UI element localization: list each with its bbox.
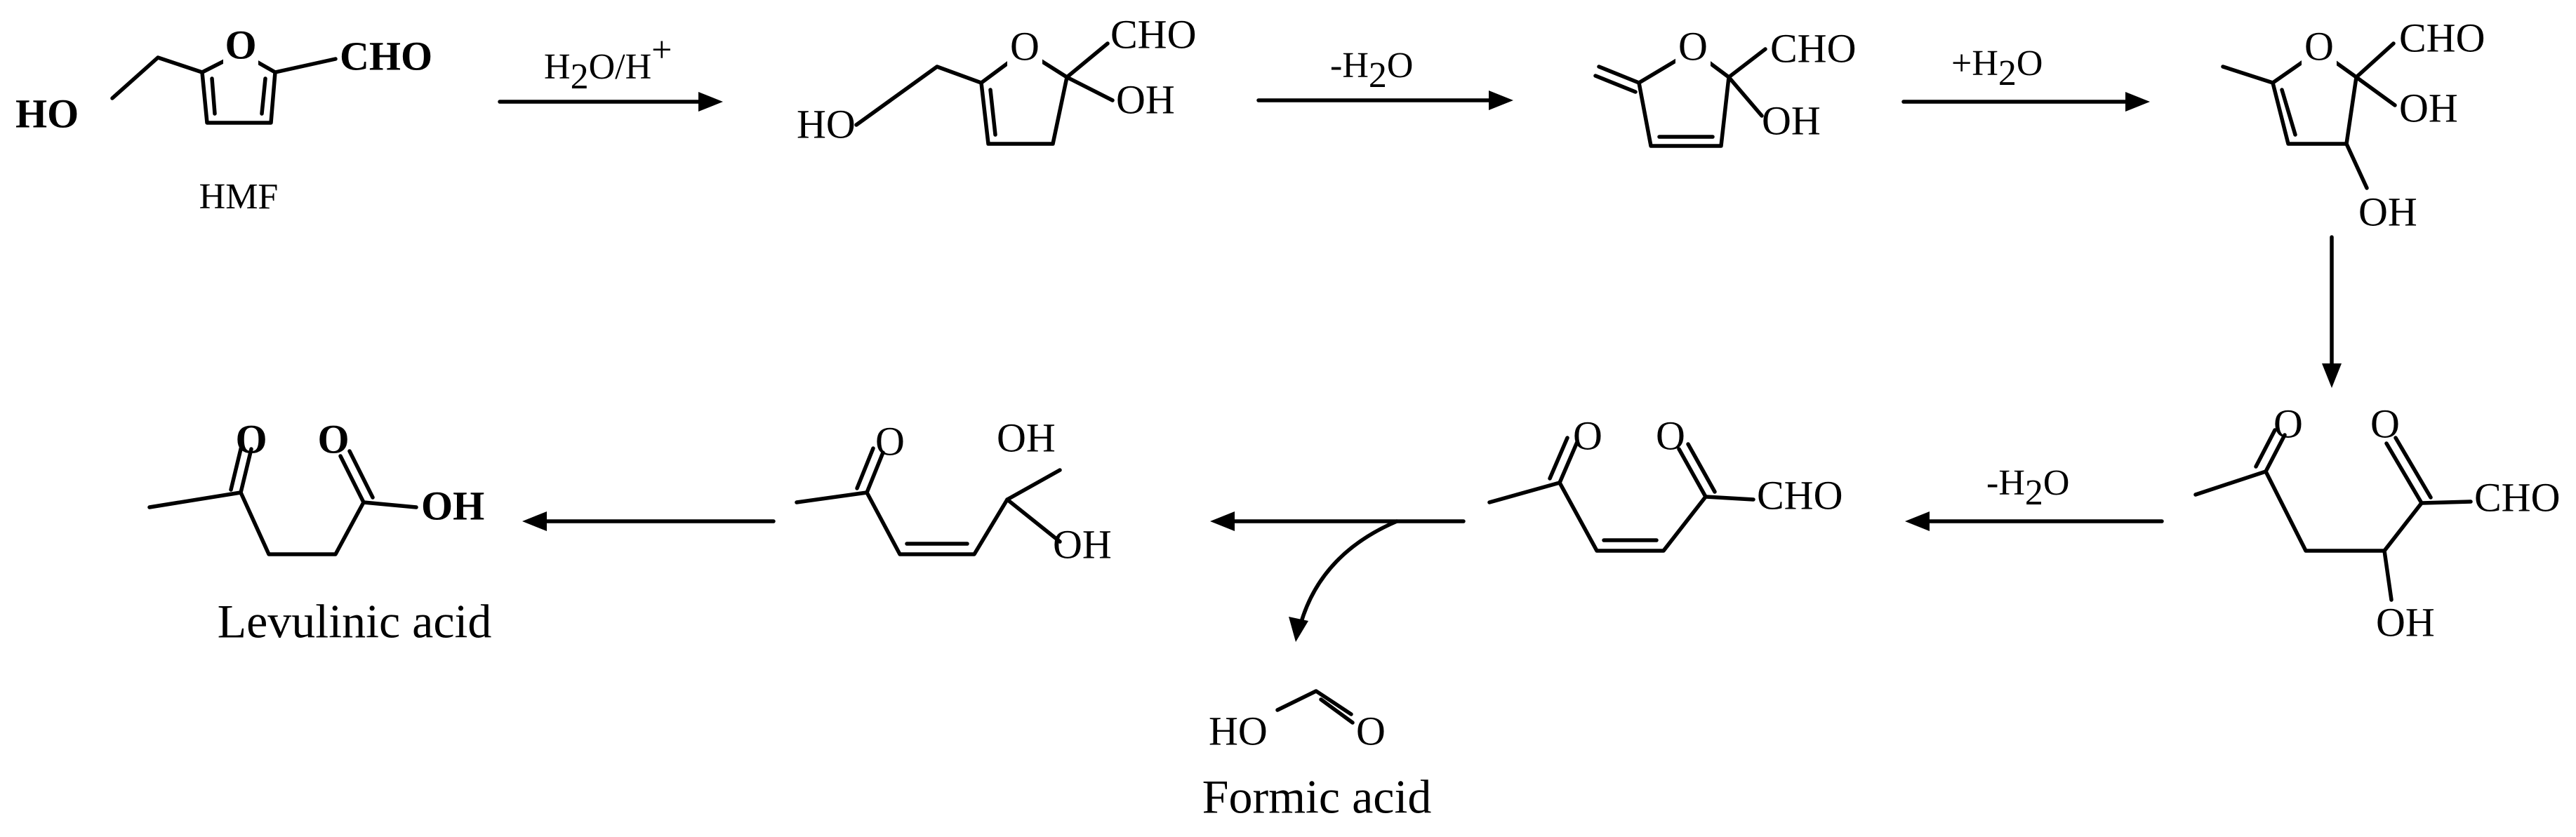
int3-aldehyde-label: CHO [2399,15,2485,60]
int2-oh-bond [1727,75,1764,118]
hmf-structure: O CHO HO HMF [15,22,432,217]
int4-ketone-oxygen-1: O [2273,401,2303,446]
int2-exo-methylene-second [1593,74,1638,94]
hmf-ring-oxygen: O [225,22,256,67]
int1-ring-double-bond [988,88,997,137]
reaction-arrow-5: -H2O [1905,463,2164,531]
int6-hydroxyl-label-a: OH [997,415,1056,460]
int5-ketone-oxygen-1: O [1573,413,1602,458]
int4-skeleton [2193,469,2424,553]
int2-ring-oxygen: O [1678,23,1708,69]
reaction-arrow-2: -H2O [1256,46,1513,110]
int4-hydroxyl-label: OH [2376,599,2435,645]
reaction-arrow-1: H2O/H+ [498,30,723,112]
int5-skeleton [1487,481,1755,553]
levulinic-acid-structure: O O OH Levulinic acid [147,416,492,648]
step3-reagent: +H2O [1951,43,2043,93]
int5-carbonyl-double-bond [1677,447,1708,499]
int1-ring-oxygen: O [1010,23,1040,69]
int1-ring-hydroxyl-label: OH [1116,76,1175,122]
int5-carbonyl-double-bond-second [1686,442,1717,494]
int4-aldehyde-label: CHO [2474,474,2560,520]
int2-ring [1637,48,1731,148]
levulinic-ketone-double-bond [239,447,253,495]
int4-ketone-oxygen-2: O [2370,401,2400,446]
int3-hydroxyl-label-a: OH [2399,85,2458,130]
int3-cho-bond [2354,41,2396,79]
intermediate-1-structure: O CHO OH HO [797,11,1196,147]
int2-hydroxyl-label: OH [1762,98,1821,143]
hmf-hydroxyl-label: HO [15,91,79,136]
intermediate-5-structure: O O CHO [1487,413,1843,553]
int4-carbonyl-double-bond-second [2394,436,2433,500]
int1-oh-bond [1065,75,1115,102]
formic-acid-carbonyl-oxygen: O [1356,708,1386,754]
int6-ketone-oxygen: O [875,418,905,464]
levulinic-carbonyl-double-bond [338,454,366,504]
int2-exo-methylene [1597,65,1641,85]
int1-cho-bond [1065,41,1110,79]
int3-hydroxyl-label-b: OH [2358,189,2417,234]
levulinic-acid-name-label: Levulinic acid [218,595,492,648]
intermediate-3-structure: O CHO OH OH [2221,15,2485,234]
hmf-cho-bond [273,57,338,74]
reaction-arrow-3: +H2O [1901,43,2150,112]
int4-ketone-double-bond-second [2254,428,2277,469]
int6-ketone-double-bond [865,450,885,495]
levulinic-hydroxyl: OH [421,483,484,528]
int3-ring-oxygen: O [2304,23,2334,69]
formic-acid-name-label: Formic acid [1202,770,1432,824]
int2-cho-bond [1727,47,1767,79]
hmf-name-label: HMF [199,177,279,217]
int5-ketone-double-bond [1558,440,1579,485]
int3-ring [2271,48,2358,146]
int5-aldehyde-label: CHO [1757,472,1843,518]
levulinic-carbonyl-double-bond-second [347,449,375,500]
formic-acid-hydroxyl: HO [1209,708,1268,754]
hmf-aldehyde-label: CHO [340,33,432,79]
step2-reagent: -H2O [1330,46,1413,95]
int1-ch2-bond [854,65,983,127]
int6-ketone-double-bond-second [855,446,875,490]
hmf-ring-double-bond [210,76,217,116]
levulinic-ketone-oxygen: O [235,416,267,462]
int6-hydroxyl-label-b: OH [1053,521,1112,567]
hmf-ch2-bond [110,55,204,100]
reaction-arrow-6 [1210,511,1466,642]
reaction-arrow-4 [2322,235,2342,388]
hmf-ring-double-bond [260,76,267,116]
intermediate-4-structure: O O CHO OH [2193,401,2560,645]
levulinic-ketone-double-bond-second [229,444,244,492]
reaction-arrow-7 [522,511,776,531]
int3-oh-bond-a [2354,75,2397,107]
step5-reagent: -H2O [1986,463,2069,513]
int4-oh-bond [2382,549,2394,602]
int4-cho-bond [2419,500,2473,505]
formic-acid-skeleton [1275,689,1353,716]
int1-chain-hydroxyl-label: HO [797,101,856,147]
int3-oh-bond-b [2344,142,2369,190]
int6-skeleton [795,468,1062,556]
int4-carbonyl-double-bond [2384,441,2424,505]
int6-oh-bond-b [1005,497,1062,544]
levulinic-acid-skeleton [147,490,418,556]
int3-methyl-bond [2221,65,2275,85]
formic-acid-branch-arrow [1298,519,1399,629]
int1-ring [979,48,1069,146]
int1-aldehyde-label: CHO [1110,11,1196,57]
formic-acid-double-bond [1319,697,1355,725]
int5-ketone-double-bond-second [1548,436,1569,481]
intermediate-6-structure: O OH OH [795,415,1112,567]
int2-aldehyde-label: CHO [1770,25,1856,71]
hmf-furan-ring [200,51,277,125]
int3-ring-double-bond [2280,88,2297,137]
intermediate-2-structure: O CHO OH [1593,23,1856,148]
int5-ketone-oxygen-2: O [1656,413,1685,458]
int4-ketone-double-bond [2264,433,2287,474]
formic-acid-structure: HO O Formic acid [1202,689,1432,824]
step1-reagent: H2O/H+ [544,30,672,97]
levulinic-carbonyl-oxygen: O [317,416,349,462]
